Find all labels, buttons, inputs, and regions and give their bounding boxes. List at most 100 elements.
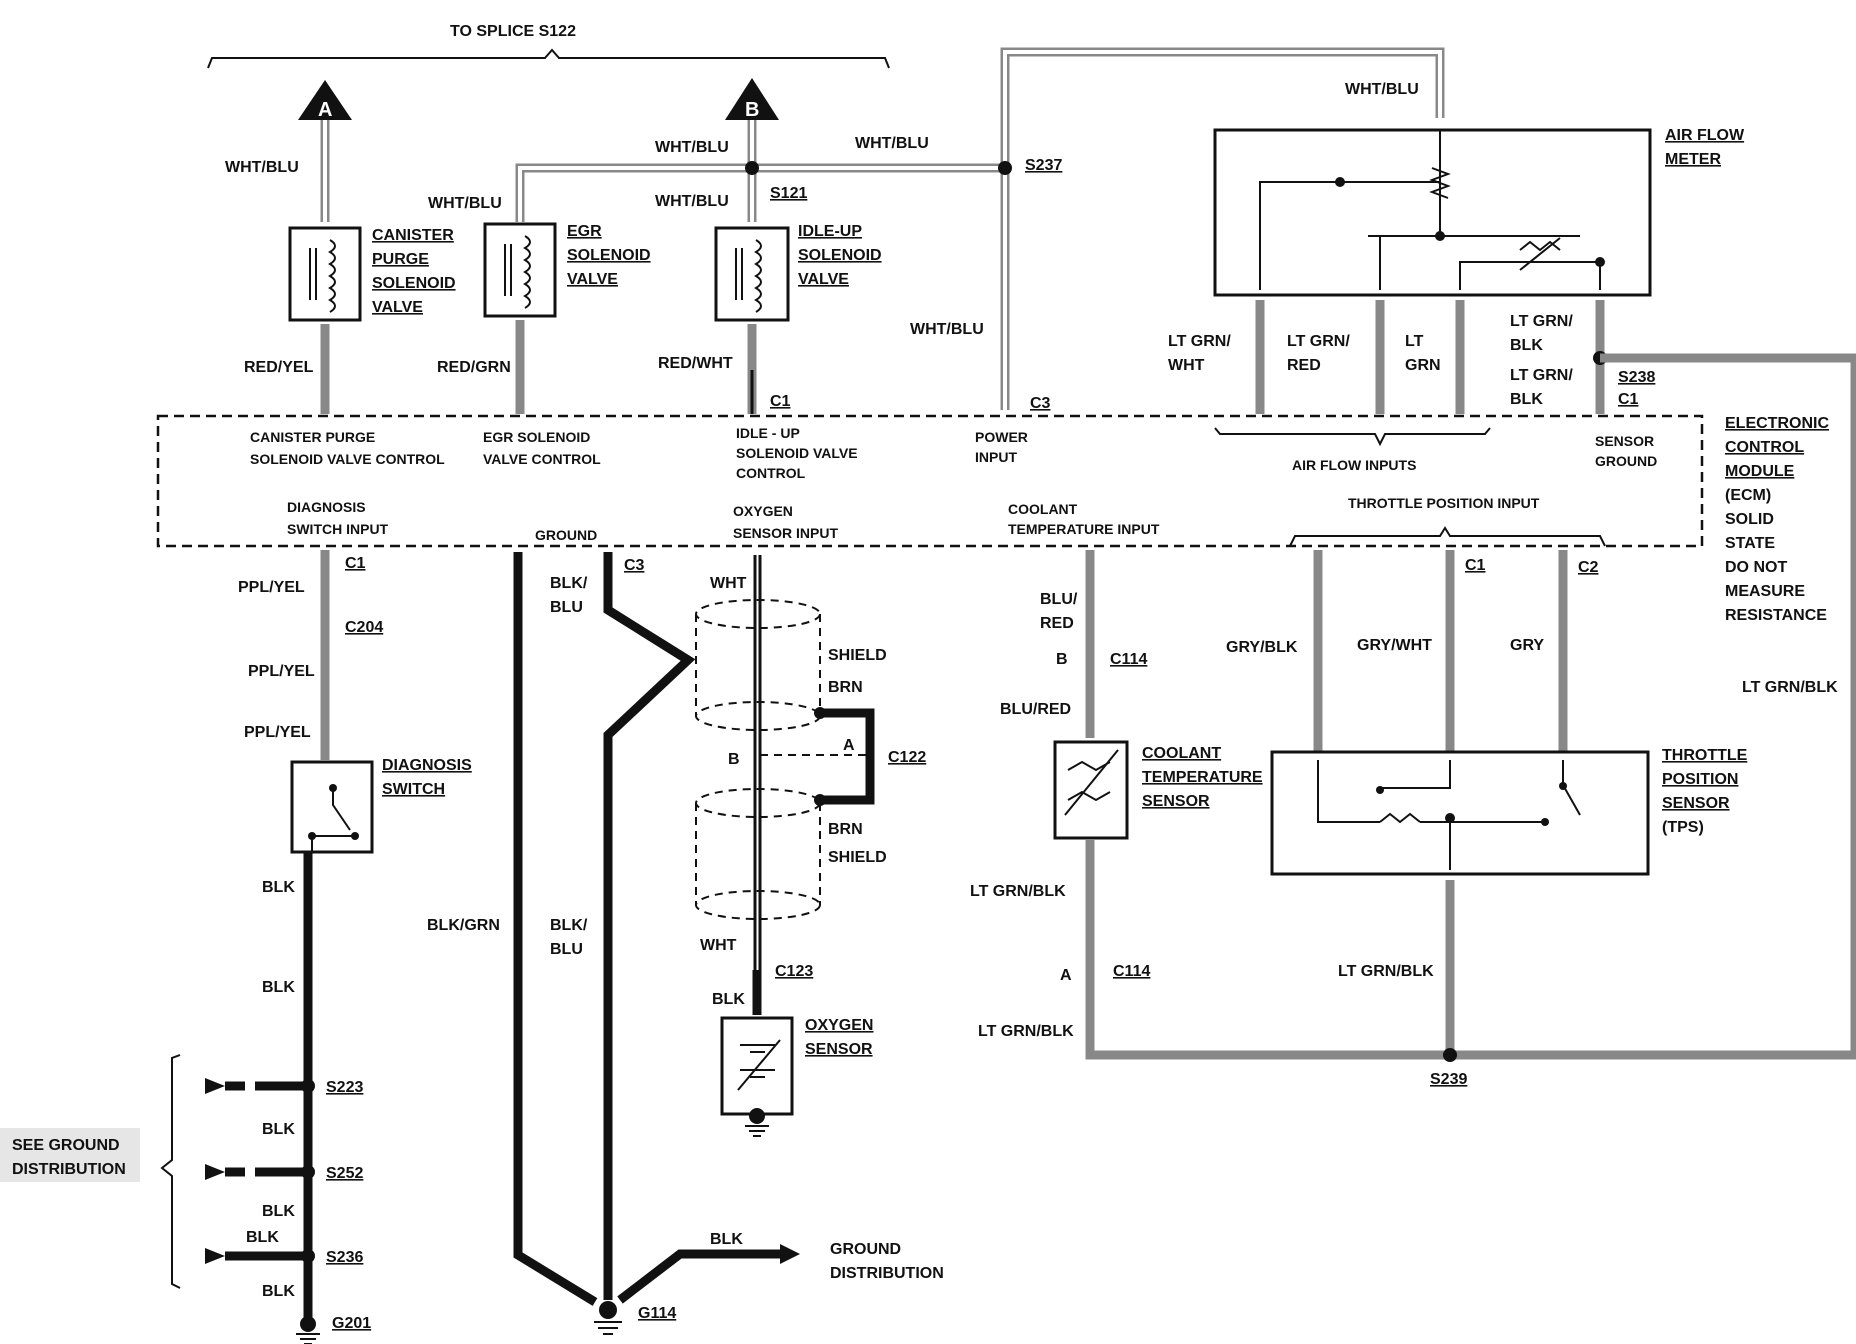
- egr-solenoid: EGR SOLENOID VALVE: [483, 222, 651, 318]
- tps-l3: SENSOR: [1662, 795, 1730, 812]
- c1-idle-label: C1: [770, 393, 791, 410]
- canister-l2: PURGE: [372, 251, 429, 268]
- s223-label: S223: [326, 1079, 363, 1096]
- ecm-o2-1: OXYGEN: [733, 503, 793, 519]
- idle-l1: IDLE-UP: [798, 223, 862, 240]
- egr-l3: VALVE: [567, 271, 618, 288]
- wire-lt-grn-blk-top-2: BLK: [1510, 337, 1543, 354]
- ecm-l5: SOLID: [1725, 511, 1774, 528]
- ecm-l3: MODULE: [1725, 463, 1795, 480]
- cts-l1: COOLANT: [1142, 745, 1221, 762]
- shield-2-label: SHIELD: [828, 849, 887, 866]
- wire-blk-blu-2b: BLU: [550, 941, 583, 958]
- wire-wht-blu-egr: WHT/BLU: [428, 195, 502, 212]
- s237-dot: [998, 161, 1012, 175]
- wire-blk-2: BLK: [262, 979, 295, 996]
- wire-blk-3: BLK: [262, 1121, 295, 1138]
- wire-wht-o2-top: WHT: [710, 575, 747, 592]
- g201-label: G201: [332, 1315, 371, 1332]
- ecm-o2-2: SENSOR INPUT: [733, 525, 838, 541]
- ecm-power-1: POWER: [975, 429, 1028, 445]
- wire-red-yel: RED/YEL: [244, 359, 314, 376]
- wire-red-wht: RED/WHT: [658, 355, 733, 372]
- wire-lt-grn-blk-s238-1: LT GRN/: [1510, 367, 1573, 384]
- wire-gry-blk: GRY/BLK: [1226, 639, 1298, 656]
- tps: THROTTLE POSITION SENSOR (TPS): [1270, 747, 1748, 876]
- wire-blk-g114: BLK: [710, 1231, 743, 1248]
- g114-label: G114: [638, 1305, 676, 1322]
- wire-lt-grn-wht-2: WHT: [1168, 357, 1205, 374]
- c3-power-label: C3: [1030, 395, 1051, 412]
- wire-blk-5: BLK: [246, 1229, 279, 1246]
- tps-l4: (TPS): [1662, 819, 1704, 836]
- c122-a-pin: A: [843, 737, 855, 754]
- wire-lt-grn-2: GRN: [1405, 357, 1441, 374]
- wire-lt-grn-wht-1: LT GRN/: [1168, 333, 1231, 350]
- wire-blk-o2: BLK: [712, 991, 745, 1008]
- wire-lt-grn-blk-c114: LT GRN/BLK: [978, 1023, 1074, 1040]
- ground-splices: [205, 1078, 320, 1344]
- ecm-labels: CANISTER PURGE SOLENOID VALVE CONTROL EG…: [250, 425, 1657, 543]
- ground-dist-l1: GROUND: [830, 1241, 901, 1258]
- ecm-tps-input: THROTTLE POSITION INPUT: [1348, 495, 1540, 511]
- splice-brace: TO SPLICE S122: [207, 23, 890, 69]
- ecm-egr-2: VALVE CONTROL: [483, 451, 601, 467]
- tps-brace: [1289, 526, 1606, 547]
- wire-ppl-yel-3: PPL/YEL: [244, 724, 311, 741]
- ecm-box: [156, 414, 1704, 548]
- ground-dist-l2: DISTRIBUTION: [830, 1265, 944, 1282]
- ecm-side-label: ELECTRONIC CONTROL MODULE (ECM) SOLID ST…: [1725, 415, 1829, 624]
- ecm-ground: GROUND: [535, 527, 597, 543]
- ecm-idle-2: SOLENOID VALVE: [736, 445, 858, 461]
- tps-wires: [1313, 550, 1568, 1055]
- wire-lt-grn-1: LT: [1405, 333, 1424, 350]
- s252-label: S252: [326, 1165, 363, 1182]
- wire-wht-blu-power: WHT/BLU: [910, 321, 984, 338]
- s239-label: S239: [1430, 1071, 1467, 1088]
- ecm-idle-3: CONTROL: [736, 465, 806, 481]
- c204-label: C204: [345, 619, 383, 636]
- c3-ground-label: C3: [624, 557, 645, 574]
- ecm-l8: MEASURE: [1725, 583, 1805, 600]
- wire-blu-red-1b: RED: [1040, 615, 1074, 632]
- ecm-l9: RESISTANCE: [1725, 607, 1827, 624]
- diagnosis-switch: DIAGNOSIS SWITCH: [290, 757, 472, 854]
- coolant-sensor: COOLANT TEMPERATURE SENSOR: [1053, 740, 1263, 840]
- o2-l2: SENSOR: [805, 1041, 873, 1058]
- ecm-diag-2: SWITCH INPUT: [287, 521, 389, 537]
- wire-blu-red-1a: BLU/: [1040, 591, 1078, 608]
- wire-wht-o2-bot: WHT: [700, 937, 737, 954]
- tps-l2: POSITION: [1662, 771, 1738, 788]
- air-flow-meter: AIR FLOW METER: [1213, 127, 1745, 297]
- ecm-coolant-1: COOLANT: [1008, 501, 1078, 517]
- splice-label: TO SPLICE S122: [450, 23, 576, 40]
- idle-l2: SOLENOID: [798, 247, 882, 264]
- wire-blu-red-2: BLU/RED: [1000, 701, 1071, 718]
- wht-blu-wires: [320, 47, 1445, 410]
- ecm-power-2: INPUT: [975, 449, 1017, 465]
- ecm-sensor-ground-2: GROUND: [1595, 453, 1657, 469]
- s121-dot: [745, 161, 759, 175]
- c123-label: C123: [775, 963, 813, 980]
- wire-blk-blu-2a: BLK/: [550, 917, 588, 934]
- solenoid-output-wires: [320, 320, 757, 414]
- egr-l2: SOLENOID: [567, 247, 651, 264]
- ground-dist-brace: [160, 1054, 181, 1289]
- s121-label: S121: [770, 185, 807, 202]
- connector-a: A: [298, 80, 352, 121]
- ecm-l2: CONTROL: [1725, 439, 1804, 456]
- ecm-idle-1: IDLE - UP: [736, 425, 800, 441]
- wire-red-grn: RED/GRN: [437, 359, 511, 376]
- wire-wht-blu-afm: WHT/BLU: [1345, 81, 1419, 98]
- wire-lt-grn-blk-right: LT GRN/BLK: [1742, 679, 1838, 696]
- wire-wht-blu-a: WHT/BLU: [225, 159, 299, 176]
- wire-lt-grn-blk-s238-2: BLK: [1510, 391, 1543, 408]
- afm-l1: AIR FLOW: [1665, 127, 1745, 144]
- ground-note-box: [0, 1128, 140, 1182]
- air-flow-brace: [1214, 427, 1491, 447]
- wire-blk-6: BLK: [262, 1283, 295, 1300]
- cts-l2: TEMPERATURE: [1142, 769, 1263, 786]
- ecm-sensor-ground-1: SENSOR: [1595, 433, 1654, 449]
- brn-1-label: BRN: [828, 679, 863, 696]
